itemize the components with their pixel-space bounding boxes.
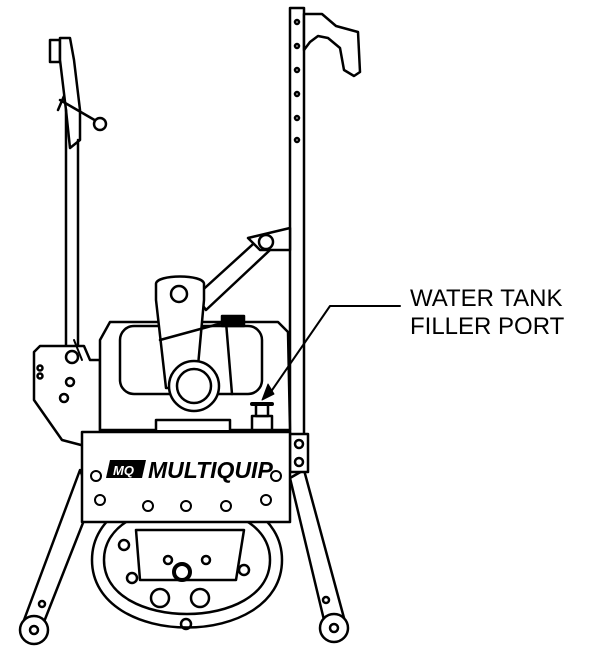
callout-leader bbox=[261, 305, 401, 401]
logo-mark: MQ bbox=[113, 463, 134, 478]
callout-line-2: FILLER PORT bbox=[410, 313, 565, 340]
mq-logo-icon bbox=[106, 460, 146, 478]
left-handle bbox=[48, 36, 108, 352]
callout-line-1: WATER TANK bbox=[410, 285, 562, 312]
drum-wheel bbox=[90, 491, 284, 631]
brand-name: MULTIQUIP bbox=[148, 457, 273, 483]
chassis-panel bbox=[80, 430, 292, 524]
engine bbox=[98, 275, 310, 474]
